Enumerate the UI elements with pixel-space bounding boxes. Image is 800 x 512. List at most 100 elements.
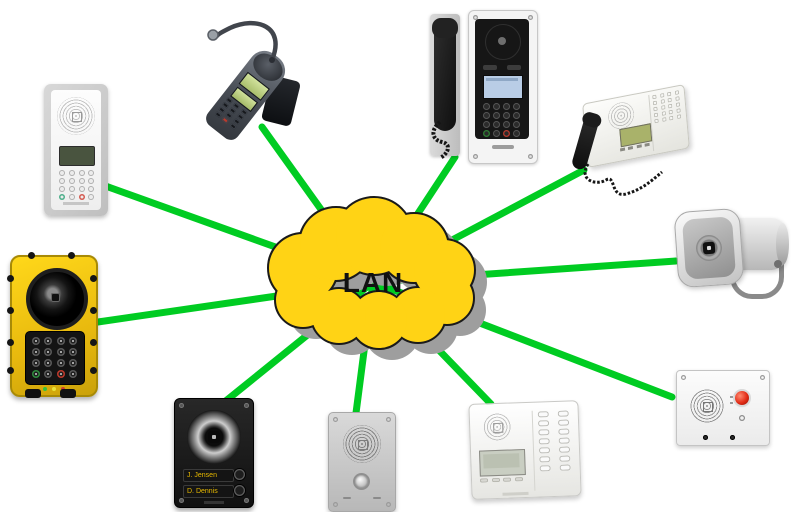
key bbox=[59, 186, 65, 192]
slot-mark bbox=[373, 497, 381, 499]
key bbox=[628, 145, 634, 150]
softkeys bbox=[479, 477, 524, 483]
key bbox=[44, 337, 53, 345]
steel-door-intercom bbox=[328, 412, 396, 512]
bolt-icon bbox=[90, 367, 97, 374]
key bbox=[537, 420, 550, 427]
key bbox=[88, 178, 95, 184]
slot-mark bbox=[343, 497, 351, 499]
key bbox=[669, 115, 674, 121]
key bbox=[493, 103, 500, 110]
pivot-knob bbox=[774, 260, 782, 268]
call-button-red bbox=[735, 391, 749, 405]
bolt-icon bbox=[90, 339, 97, 346]
key bbox=[539, 465, 551, 472]
key bbox=[78, 194, 85, 200]
key bbox=[59, 178, 65, 184]
key bbox=[661, 111, 666, 116]
bolt-icon bbox=[68, 252, 75, 259]
key bbox=[636, 144, 642, 149]
camera-logo bbox=[208, 431, 220, 443]
key bbox=[493, 121, 500, 128]
bolt-icon bbox=[90, 275, 97, 282]
keypad bbox=[483, 103, 521, 137]
wall-intercom-red-button bbox=[676, 370, 770, 446]
screw-icon bbox=[244, 403, 249, 408]
lcd-display bbox=[59, 146, 95, 166]
keypad bbox=[32, 337, 78, 378]
call-button bbox=[234, 469, 245, 480]
gooseneck-microphone-icon bbox=[207, 20, 278, 63]
brand-label bbox=[492, 145, 514, 149]
key bbox=[491, 477, 500, 483]
speaker-grille-icon bbox=[343, 425, 381, 463]
key bbox=[557, 410, 569, 417]
coiled-cord-icon bbox=[431, 120, 450, 160]
key bbox=[56, 370, 65, 378]
led-green bbox=[43, 387, 47, 391]
key bbox=[660, 99, 665, 104]
key bbox=[653, 112, 659, 118]
name-label: D. Dennis bbox=[183, 485, 234, 498]
driver-logo bbox=[702, 241, 716, 255]
key bbox=[483, 112, 490, 119]
key bbox=[660, 105, 665, 110]
panel-divider bbox=[531, 410, 536, 491]
key bbox=[538, 447, 551, 454]
screw-icon bbox=[681, 375, 686, 380]
screw-icon bbox=[179, 498, 184, 503]
intercom-face bbox=[51, 90, 101, 210]
bottom-slot bbox=[63, 202, 89, 205]
call-button bbox=[355, 475, 368, 488]
key bbox=[559, 455, 571, 462]
name-label-row: D. Dennis bbox=[183, 485, 245, 498]
key bbox=[68, 194, 75, 200]
speaker-grille-icon bbox=[485, 24, 521, 60]
loudspeaker-icon bbox=[26, 268, 88, 330]
mic-hole-icon bbox=[739, 415, 745, 421]
speaker-grille-icon bbox=[689, 388, 725, 424]
call-button bbox=[234, 485, 245, 496]
key bbox=[513, 112, 520, 119]
key bbox=[68, 348, 77, 356]
key bbox=[676, 114, 681, 120]
lan-label: LAN bbox=[343, 267, 404, 298]
key bbox=[668, 109, 673, 115]
key bbox=[56, 359, 65, 367]
keypad-panel bbox=[25, 331, 85, 385]
function-key bbox=[483, 65, 497, 70]
key bbox=[558, 428, 570, 435]
phone-unit bbox=[468, 10, 538, 164]
screw-icon bbox=[473, 154, 478, 159]
key bbox=[56, 337, 65, 345]
screw-icon bbox=[473, 15, 478, 20]
key bbox=[44, 348, 53, 356]
key bbox=[675, 102, 680, 108]
key bbox=[78, 178, 85, 184]
key bbox=[68, 186, 75, 192]
key bbox=[32, 370, 40, 378]
screw-icon bbox=[179, 403, 184, 408]
key bbox=[644, 142, 650, 147]
screw-icon bbox=[730, 435, 735, 440]
key bbox=[538, 438, 550, 445]
key bbox=[88, 170, 95, 176]
led-yellow bbox=[52, 387, 56, 391]
key bbox=[68, 170, 75, 176]
key bbox=[513, 130, 520, 137]
horn-bell bbox=[673, 207, 745, 289]
horn-loudspeaker bbox=[672, 202, 796, 306]
key bbox=[32, 359, 40, 367]
yellow-industrial-phone bbox=[7, 252, 98, 398]
key bbox=[88, 194, 95, 200]
key bbox=[503, 112, 510, 119]
bolt-icon bbox=[28, 252, 35, 259]
key bbox=[619, 147, 626, 152]
key bbox=[483, 103, 490, 110]
key bbox=[32, 337, 40, 345]
key bbox=[537, 411, 549, 418]
bolt-icon bbox=[7, 275, 14, 282]
key bbox=[652, 94, 657, 100]
